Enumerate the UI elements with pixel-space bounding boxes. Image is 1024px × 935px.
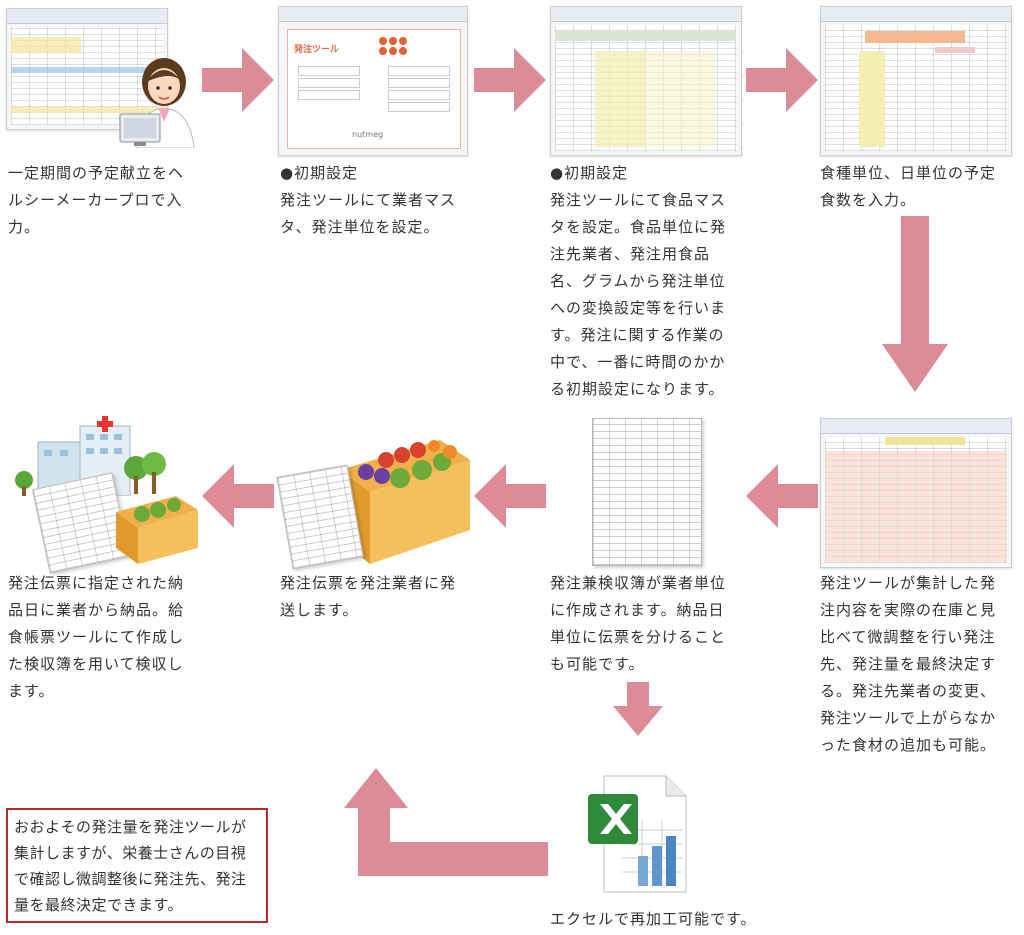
step8-text: 発注伝票に指定された納 品日に業者から納品。給 食帳票ツールにて作成し た検収簿… bbox=[8, 574, 185, 700]
step7-text: 発注伝票を発注業者に発 送します。 bbox=[280, 574, 457, 619]
nutritionist-icon bbox=[112, 52, 202, 149]
step1-text: 一定期間の予定献立をヘ ルシーメーカープロで入 力。 bbox=[8, 164, 185, 236]
right-arrow-icon bbox=[202, 48, 274, 112]
excel-caption: エクセルで再加工可能です。 bbox=[550, 910, 757, 928]
step5-text: 発注ツールが集計した発 注内容を実際の在庫と見 比べて微調整を行い発注 先、発注… bbox=[820, 574, 997, 754]
meal-count-screenshot bbox=[820, 6, 1012, 156]
left-arrow-icon bbox=[202, 464, 274, 528]
step4-text: 食種単位、日単位の予定 食数を入力。 bbox=[820, 164, 997, 209]
step2-text: 発注ツールにて業者マス タ、発注単位を設定。 bbox=[280, 191, 457, 236]
return-arrow-icon bbox=[344, 768, 548, 878]
summary-note: おおよその発注量を発注ツールが 集計しますが、栄養士さんの目視 で確認し微調整後… bbox=[6, 808, 268, 923]
left-arrow-icon bbox=[746, 464, 818, 528]
down-arrow-icon bbox=[882, 216, 948, 392]
left-arrow-icon bbox=[474, 464, 546, 528]
receipt-book-sheet bbox=[592, 418, 702, 566]
delivered-box-icon bbox=[116, 496, 198, 564]
vegetable-box-icon bbox=[330, 430, 470, 566]
right-arrow-icon bbox=[474, 48, 546, 112]
tool-logo: nutmeg bbox=[352, 130, 384, 139]
step6-text: 発注兼検収簿が業者単位 に作成されます。納品日 単位に伝票を分けること も可能で… bbox=[550, 574, 727, 673]
step3-text: 発注ツールにて食品マス タを設定。食品単位に発 注先業者、発注用食品 名、グラム… bbox=[550, 191, 727, 398]
step3-title: ●初期設定 bbox=[550, 164, 629, 182]
step2-title: ●初期設定 bbox=[280, 164, 359, 182]
food-master-screenshot bbox=[550, 6, 742, 156]
final-order-screenshot bbox=[820, 418, 1012, 568]
right-arrow-icon bbox=[746, 48, 818, 112]
excel-file-icon bbox=[582, 770, 694, 898]
tool-title: 発注ツール bbox=[294, 45, 340, 55]
down-arrow-icon bbox=[613, 682, 663, 736]
order-tool-screenshot: 発注ツール nutmeg bbox=[278, 6, 468, 156]
menu-input-screenshot bbox=[6, 8, 168, 130]
